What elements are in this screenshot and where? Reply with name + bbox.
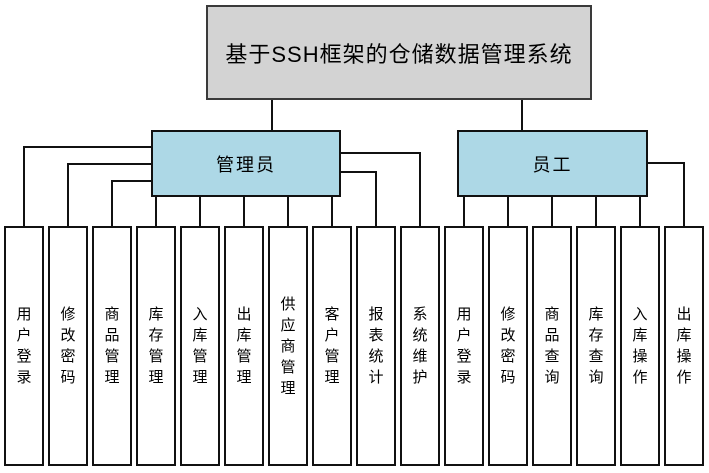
- leaf-admin-goods-management: 商 品 管 理: [92, 226, 132, 466]
- connector-admin-c10-v: [419, 152, 421, 226]
- leaf-admin-report-statistics: 报 表 统 计: [356, 226, 396, 466]
- leaf-employee-goods-query: 商 品 查 询: [532, 226, 572, 466]
- connector-admin-c9-v: [375, 171, 377, 226]
- leaf-admin-change-password: 修 改 密 码: [48, 226, 88, 466]
- leaf-employee-user-login: 用 户 登 录: [444, 226, 484, 466]
- connector-root-employee: [521, 100, 523, 130]
- leaf-employee-change-password: 修 改 密 码: [488, 226, 528, 466]
- connector-admin-c9-h: [341, 171, 377, 173]
- connector-admin-c6: [243, 197, 245, 226]
- connector-admin-c2-v: [67, 163, 69, 226]
- connector-employee-c6-v: [683, 162, 685, 226]
- connector-admin-c3-v: [111, 180, 113, 226]
- leaf-employee-inventory-query: 库 存 查 询: [576, 226, 616, 466]
- leaf-admin-outbound-management: 出 库 管 理: [224, 226, 264, 466]
- leaf-admin-inventory-management: 库 存 管 理: [136, 226, 176, 466]
- leaf-admin-user-login: 用 户 登 录: [4, 226, 44, 466]
- root-node-system-title: 基于SSH框架的仓储数据管理系统: [206, 5, 592, 100]
- leaf-admin-supplier-management: 供 应 商 管 理: [268, 226, 308, 466]
- leaf-admin-system-maintenance: 系 统 维 护: [400, 226, 440, 466]
- leaf-employee-inbound-operation: 入 库 操 作: [620, 226, 660, 466]
- connector-admin-c5: [199, 197, 201, 226]
- connector-admin-c1-h: [23, 146, 151, 148]
- connector-admin-c1-v: [23, 146, 25, 226]
- role-node-admin: 管理员: [151, 130, 341, 197]
- connector-employee-c1: [463, 197, 465, 226]
- connector-admin-c7: [287, 197, 289, 226]
- role-node-employee: 员工: [457, 130, 648, 197]
- connector-employee-c4: [595, 197, 597, 226]
- connector-employee-c5: [639, 197, 641, 226]
- connector-root-admin: [271, 100, 273, 130]
- leaf-admin-inbound-management: 入 库 管 理: [180, 226, 220, 466]
- connector-admin-c3-h: [111, 180, 151, 182]
- connector-employee-c6-h: [648, 162, 685, 164]
- connector-admin-c2-h: [67, 163, 151, 165]
- connector-admin-c4: [155, 197, 157, 226]
- connector-employee-c3: [551, 197, 553, 226]
- connector-admin-c8: [331, 197, 333, 226]
- connector-admin-c10-h: [341, 152, 421, 154]
- connector-employee-c2: [507, 197, 509, 226]
- leaf-admin-customer-management: 客 户 管 理: [312, 226, 352, 466]
- leaf-employee-outbound-operation: 出 库 操 作: [664, 226, 704, 466]
